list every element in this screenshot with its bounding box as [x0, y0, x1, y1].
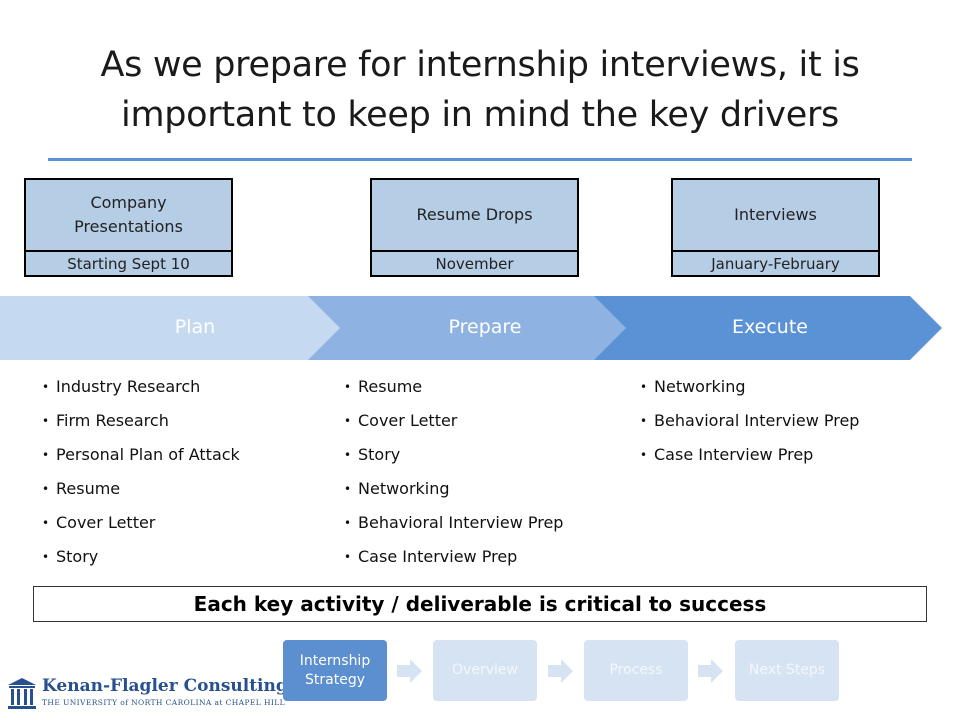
- list-item: Cover Letter: [42, 506, 240, 540]
- list-item: Industry Research: [42, 370, 240, 404]
- list-item: Resume: [344, 370, 563, 404]
- execute-activities-list: Networking Behavioral Interview Prep Cas…: [640, 370, 859, 472]
- list-item: Cover Letter: [344, 404, 563, 438]
- list-item: Firm Research: [42, 404, 240, 438]
- list-item: Story: [344, 438, 563, 472]
- prepare-activities-list: Resume Cover Letter Story Networking Beh…: [344, 370, 563, 574]
- list-item: Story: [42, 540, 240, 574]
- list-item: Resume: [42, 472, 240, 506]
- milestone-label: Company Presentations: [24, 178, 233, 250]
- phase-label-plan: Plan: [174, 316, 216, 338]
- plan-activities-list: Industry Research Firm Research Personal…: [42, 370, 240, 574]
- list-item: Networking: [344, 472, 563, 506]
- list-item: Case Interview Prep: [344, 540, 563, 574]
- arrow-right-icon: [548, 659, 573, 683]
- nav-step-overview[interactable]: Overview: [433, 640, 537, 701]
- list-item: Personal Plan of Attack: [42, 438, 240, 472]
- university-tagline: THE UNIVERSITY of NORTH CAROLINA at CHAP…: [42, 698, 286, 707]
- milestone-label: Resume Drops: [370, 178, 579, 250]
- title-divider: [48, 158, 912, 161]
- list-item: Networking: [640, 370, 859, 404]
- slide-title: As we prepare for internship interviews,…: [100, 45, 860, 135]
- milestone-date: November: [370, 250, 579, 277]
- phase-label-execute: Execute: [732, 316, 808, 338]
- key-message-callout: Each key activity / deliverable is criti…: [33, 586, 927, 622]
- phase-chevron-execute: [580, 296, 942, 360]
- milestone-interviews: Interviews January-February: [671, 178, 880, 277]
- phase-chevrons: [0, 296, 942, 360]
- list-item: Case Interview Prep: [640, 438, 859, 472]
- list-item: Behavioral Interview Prep: [344, 506, 563, 540]
- milestone-company-presentations: Company Presentations Starting Sept 10: [24, 178, 233, 277]
- phase-chevron-plan: [0, 296, 340, 360]
- arrow-right-icon: [397, 659, 422, 683]
- milestone-resume-drops: Resume Drops November: [370, 178, 579, 277]
- milestone-date: Starting Sept 10: [24, 250, 233, 277]
- club-logo: Kenan-Flagler Consulting Club THE UNIVER…: [6, 674, 466, 714]
- arrow-right-icon: [698, 659, 723, 683]
- club-name: Kenan-Flagler Consulting Club: [42, 676, 338, 696]
- phase-chevron-prepare: [292, 296, 626, 360]
- phase-label-prepare: Prepare: [448, 316, 522, 338]
- nav-step-internship-strategy[interactable]: Internship Strategy: [283, 640, 387, 701]
- milestone-label: Interviews: [671, 178, 880, 250]
- column-building-icon: [8, 678, 36, 709]
- list-item: Behavioral Interview Prep: [640, 404, 859, 438]
- milestone-date: January-February: [671, 250, 880, 277]
- nav-step-next-steps[interactable]: Next Steps: [735, 640, 839, 701]
- nav-step-process[interactable]: Process: [584, 640, 688, 701]
